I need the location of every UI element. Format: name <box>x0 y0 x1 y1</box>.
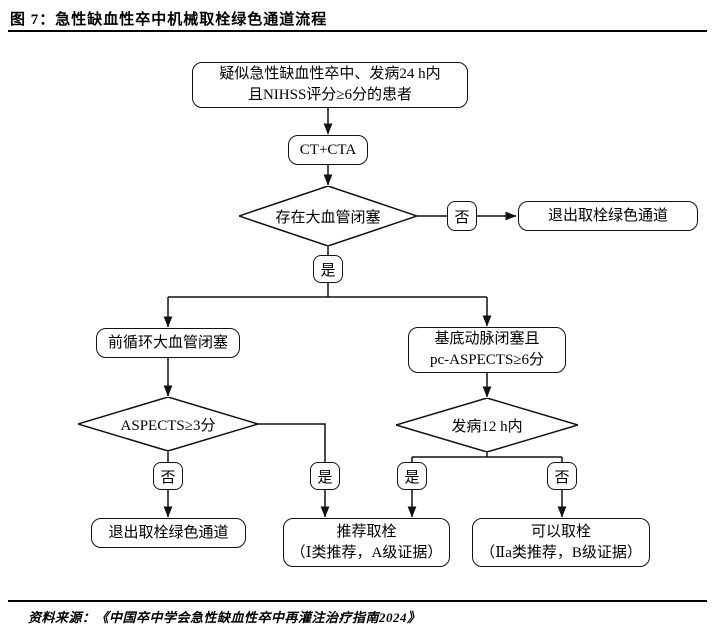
node-start-line2: 且NIHSS评分≥6分的患者 <box>247 87 413 103</box>
chip-aspects-no: 否 <box>153 462 183 490</box>
node-recommend-thrombectomy: 推荐取栓 （Ⅰ类推荐，A级证据） <box>283 518 450 567</box>
node-optional-thrombectomy: 可以取栓 （Ⅱa类推荐，B级证据） <box>472 518 650 567</box>
node-optional-line2: （Ⅱa类推荐，B级证据） <box>480 544 642 561</box>
decision-aspects: ASPECTS≥3分 <box>78 397 258 451</box>
chip-lvo-no-label: 否 <box>454 209 470 226</box>
node-start-patient: 疑似急性缺血性卒中、发病24 h内 且NIHSS评分≥6分的患者 <box>192 62 468 108</box>
decision-lvo-label: 存在大血管闭塞 <box>275 209 381 226</box>
node-anterior-circulation: 前循环大血管闭塞 <box>96 328 240 358</box>
figure-title: 图 7：急性缺血性卒中机械取栓绿色通道流程 <box>10 12 328 28</box>
node-exit-top-label: 退出取栓绿色通道 <box>547 207 668 224</box>
chip-aspects-yes: 是 <box>310 462 340 490</box>
node-ct-cta-label: CT+CTA <box>299 141 357 158</box>
node-basilar-occlusion: 基底动脉闭塞且 pc-ASPECTS≥6分 <box>408 327 566 373</box>
node-recommend-line2: （Ⅰ类推荐，A级证据） <box>290 544 443 561</box>
node-optional-line1: 可以取栓 <box>530 523 591 540</box>
chip-onset-yes-label: 是 <box>404 469 420 486</box>
node-recommend-line1: 推荐取栓 <box>336 523 397 540</box>
decision-aspects-label: ASPECTS≥3分 <box>120 417 216 434</box>
node-exit-green-channel-bottom: 退出取栓绿色通道 <box>91 518 246 548</box>
node-basilar-line1: 基底动脉闭塞且 <box>434 331 540 347</box>
decision-large-vessel-occlusion: 存在大血管闭塞 <box>239 186 417 246</box>
node-exit-green-channel-top: 退出取栓绿色通道 <box>518 201 698 231</box>
node-exit-bottom-label: 退出取栓绿色通道 <box>108 524 229 541</box>
chip-onset-no: 否 <box>547 462 577 490</box>
node-anterior-label: 前循环大血管闭塞 <box>107 334 228 351</box>
decision-onset-label: 发病12 h内 <box>451 418 523 435</box>
chip-aspects-no-label: 否 <box>160 469 176 486</box>
footer-divider <box>8 600 707 602</box>
node-basilar-line2: pc-ASPECTS≥6分 <box>429 352 545 368</box>
chip-lvo-yes-label: 是 <box>320 262 336 279</box>
chip-aspects-yes-label: 是 <box>317 469 333 486</box>
source-note: 资料来源：《中国卒中学会急性缺血性卒中再灌注治疗指南2024》 <box>28 610 421 625</box>
node-start-line1: 疑似急性缺血性卒中、发病24 h内 <box>219 66 441 82</box>
chip-lvo-yes: 是 <box>313 255 343 283</box>
decision-onset-12h: 发病12 h内 <box>396 398 578 452</box>
chip-lvo-no: 否 <box>447 201 477 231</box>
node-ct-cta: CT+CTA <box>288 135 368 165</box>
chip-onset-yes: 是 <box>397 462 427 490</box>
title-divider <box>8 30 707 32</box>
chip-onset-no-label: 否 <box>554 469 570 486</box>
